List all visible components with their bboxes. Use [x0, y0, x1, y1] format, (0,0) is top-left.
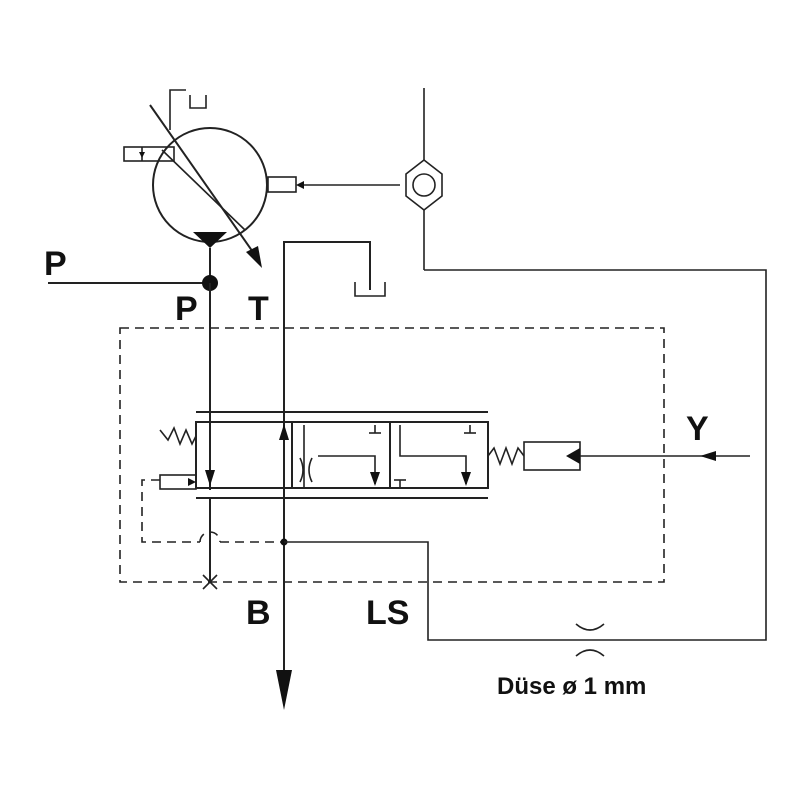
ls-return-line	[424, 269, 767, 641]
directional-valve	[159, 411, 581, 499]
throttle-left	[299, 457, 304, 483]
nozzle-symbol	[575, 623, 605, 657]
left-spring	[159, 426, 197, 447]
pump-drain-line	[169, 89, 186, 130]
label-t-port: T	[248, 290, 269, 328]
b-arrow	[276, 670, 292, 710]
valve-housing-boundary	[119, 327, 665, 583]
pump-left-control	[123, 146, 175, 162]
t-line	[283, 241, 371, 420]
pump-outlet-triangle	[193, 232, 227, 248]
pump-circle	[152, 127, 268, 243]
valve-body	[195, 421, 489, 489]
variable-arrow-shaft	[149, 104, 256, 256]
label-ls-port: LS	[366, 594, 409, 632]
throttle-right	[308, 457, 313, 483]
tank-icon	[354, 282, 386, 297]
pilot-dashed-line	[141, 479, 200, 543]
shuttle-valve	[405, 88, 767, 641]
drain-tank-icon	[189, 95, 207, 109]
label-p-left: P	[44, 245, 67, 283]
ls-line	[284, 541, 580, 641]
pump-inner-line	[161, 149, 246, 231]
y-arrow	[700, 451, 716, 461]
label-y-port: Y	[686, 410, 709, 448]
variable-pump	[123, 89, 304, 268]
label-nozzle: Düse ø 1 mm	[497, 673, 646, 700]
label-p-port: P	[175, 290, 198, 328]
shuttle-ball	[412, 173, 436, 197]
label-b-port: B	[246, 594, 271, 632]
variable-arrow-head	[246, 246, 262, 268]
pump-control-piston	[267, 176, 297, 193]
right-spring	[487, 445, 525, 467]
